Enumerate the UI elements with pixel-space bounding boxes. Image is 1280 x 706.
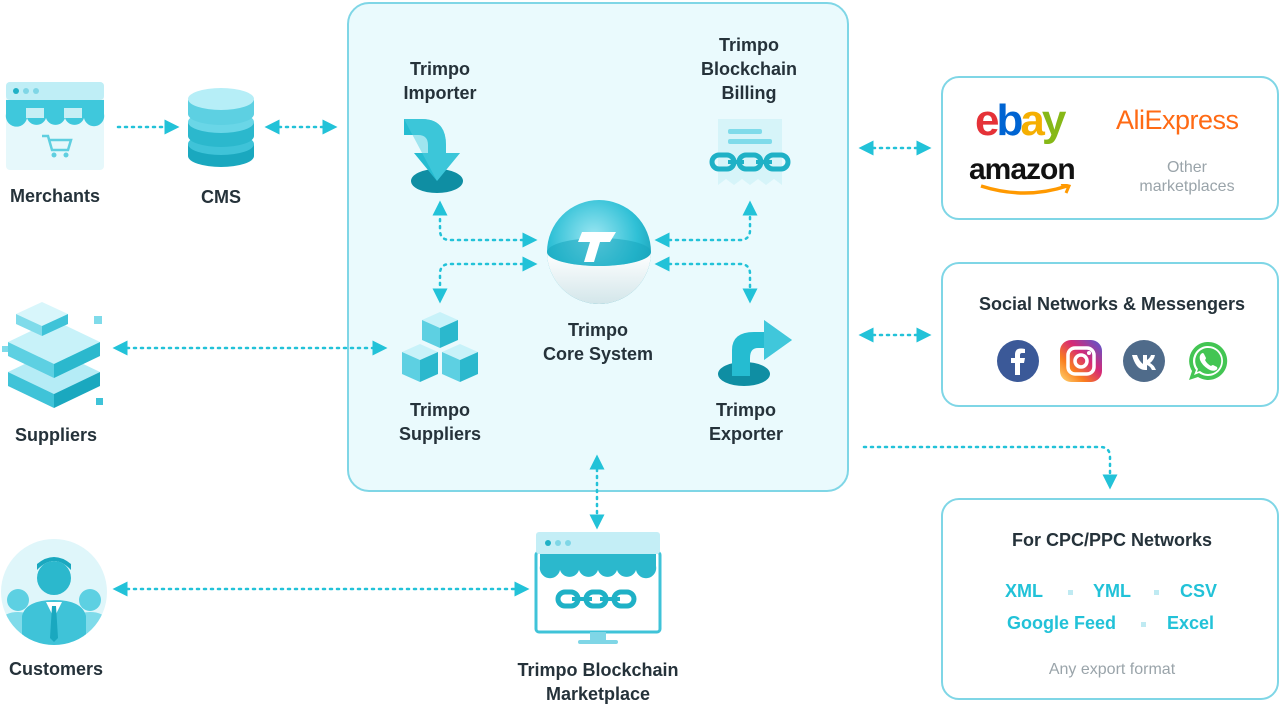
billing-line-1: Trimpo bbox=[718, 35, 779, 55]
marketplace-monitor-icon bbox=[532, 528, 664, 648]
importer-line-2: Importer bbox=[403, 83, 477, 103]
core-system-sphere-icon bbox=[542, 198, 656, 306]
format-csv: CSV bbox=[1180, 581, 1218, 601]
separator-dot bbox=[1154, 590, 1159, 595]
cpc-arrow bbox=[862, 445, 1118, 490]
billing-line-3: Billing bbox=[721, 83, 777, 103]
ebay-logo: ebay bbox=[975, 96, 1066, 145]
social-networks-card: Social Networks & Messengers bbox=[941, 262, 1279, 407]
suppliers-blocks-icon bbox=[2, 302, 106, 410]
trimpo-suppliers-cubes-icon bbox=[400, 310, 480, 390]
billing-label: Trimpo Blockchain Billing bbox=[690, 33, 808, 105]
social-card-title: Social Networks & Messengers bbox=[978, 294, 1246, 314]
other-marketplaces-text: Other marketplaces bbox=[1117, 158, 1257, 196]
cms-database-icon bbox=[186, 86, 256, 170]
core-system-line-1: Trimpo bbox=[567, 320, 628, 340]
exporter-label: Trimpo Exporter bbox=[690, 398, 802, 446]
importer-label: Trimpo Importer bbox=[384, 57, 496, 105]
cms-label: CMS bbox=[201, 187, 241, 207]
other-line-2: marketplaces bbox=[1139, 178, 1235, 195]
exporter-line-2: Exporter bbox=[708, 424, 784, 444]
cpc-networks-card: For CPC/PPC Networks XML YML CSV Google … bbox=[941, 498, 1279, 700]
exporter-line-1: Trimpo bbox=[715, 400, 776, 420]
facebook-icon bbox=[996, 339, 1040, 388]
marketplace-label: Trimpo Blockchain Marketplace bbox=[500, 658, 696, 706]
billing-line-2: Blockchain bbox=[700, 59, 798, 79]
cpc-card-footer: Any export format bbox=[1048, 661, 1176, 678]
exporter-arrow-icon bbox=[714, 310, 794, 390]
amazon-wordmark: amazon bbox=[969, 153, 1076, 186]
customers-label: Customers bbox=[8, 659, 104, 679]
instagram-icon bbox=[1059, 339, 1103, 388]
separator-dot bbox=[1068, 590, 1073, 595]
other-line-1: Other bbox=[1166, 159, 1207, 176]
trimpo-suppliers-line-1: Trimpo bbox=[409, 400, 470, 420]
marketplace-line-1: Trimpo Blockchain bbox=[517, 660, 679, 680]
amazon-logo: amazon bbox=[969, 154, 1081, 198]
separator-dot bbox=[1141, 622, 1146, 627]
format-excel: Excel bbox=[1167, 613, 1215, 633]
aliexpress-logo: AliExpress bbox=[1116, 105, 1239, 135]
vk-icon bbox=[1122, 339, 1166, 388]
marketplaces-card: ebay AliExpress amazon Other marketplace… bbox=[941, 76, 1279, 220]
merchants-label: Merchants bbox=[9, 186, 101, 206]
merchants-store-icon bbox=[4, 80, 106, 172]
importer-arrow-icon bbox=[404, 115, 470, 195]
importer-line-1: Trimpo bbox=[409, 59, 470, 79]
cpc-card-title: For CPC/PPC Networks bbox=[1011, 530, 1213, 550]
billing-receipt-icon bbox=[708, 115, 792, 195]
format-yml: YML bbox=[1093, 581, 1131, 601]
format-google-feed: Google Feed bbox=[1007, 613, 1117, 633]
core-system-label: Trimpo Core System bbox=[522, 318, 674, 366]
format-xml: XML bbox=[1005, 581, 1043, 601]
marketplace-line-2: Marketplace bbox=[545, 684, 651, 704]
customers-people-icon bbox=[0, 538, 108, 646]
whatsapp-icon bbox=[1185, 339, 1229, 388]
trimpo-suppliers-label: Trimpo Suppliers bbox=[384, 398, 496, 446]
suppliers-label: Suppliers bbox=[14, 425, 98, 445]
trimpo-suppliers-line-2: Suppliers bbox=[398, 424, 482, 444]
core-system-line-2: Core System bbox=[542, 344, 654, 364]
